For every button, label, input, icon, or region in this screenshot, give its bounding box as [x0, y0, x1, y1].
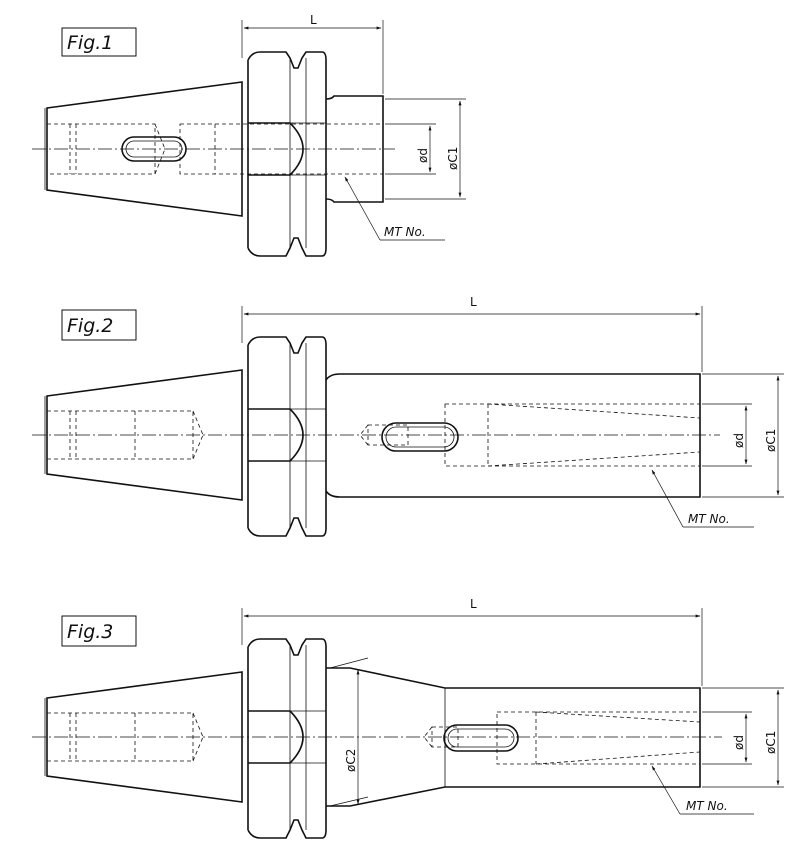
fig2-taper-shank	[44, 369, 243, 501]
fig3-dim-diameters: ød øC1	[702, 687, 784, 788]
figure-1: Fig.1	[32, 13, 466, 257]
fig2-title-box	[61, 309, 137, 341]
fig2-mt-leader: MT No.	[651, 469, 754, 528]
fig3-taper-shank	[44, 671, 243, 803]
fig3-dim-C1-label: øC1	[764, 731, 778, 754]
fig3-flange	[247, 638, 327, 839]
fig1-body	[121, 95, 384, 203]
fig1-dim-C1-label: øC1	[446, 147, 460, 170]
fig3-mt-leader: MT No.	[651, 765, 754, 815]
fig3-dim-C2: øC2	[329, 657, 369, 807]
fig1-dim-L: L	[241, 13, 384, 94]
fig2-dim-diameters: ød øC1	[702, 373, 784, 498]
fig2-dim-d-label: ød	[732, 433, 746, 448]
fig3-dim-L: L	[241, 597, 703, 686]
fig2-dim-L: L	[241, 295, 703, 372]
fig3-dim-L-label: L	[470, 597, 477, 611]
fig3-title: Fig.3	[67, 621, 113, 643]
fig1-dim-d-label: ød	[416, 148, 430, 163]
fig1-flange	[247, 51, 327, 257]
fig1-title: Fig.1	[67, 32, 113, 54]
fig3-title-box	[61, 615, 137, 647]
fig1-mt-label: MT No.	[384, 225, 426, 239]
fig2-flange	[247, 336, 327, 537]
fig3-mt-label: MT No.	[686, 799, 728, 813]
figure-3: Fig.3	[32, 597, 784, 839]
fig2-mt-label: MT No.	[688, 512, 730, 526]
fig3-dim-d-label: ød	[732, 735, 746, 750]
fig3-body	[326, 667, 701, 807]
fig2-dim-L-label: L	[470, 295, 477, 309]
fig1-title-box	[61, 27, 137, 57]
fig2-title: Fig.2	[67, 315, 113, 337]
fig1-taper-shank	[44, 81, 243, 217]
fig1-dim-L-label: L	[310, 13, 317, 27]
fig2-dim-C1-label: øC1	[764, 429, 778, 452]
figure-2: Fig.2	[32, 295, 784, 537]
fig3-dim-C2-label: øC2	[344, 749, 358, 772]
fig1-dim-diameters: ød øC1	[385, 98, 466, 200]
fig1-mt-leader: MT No.	[344, 176, 445, 241]
fig2-body	[325, 373, 701, 498]
